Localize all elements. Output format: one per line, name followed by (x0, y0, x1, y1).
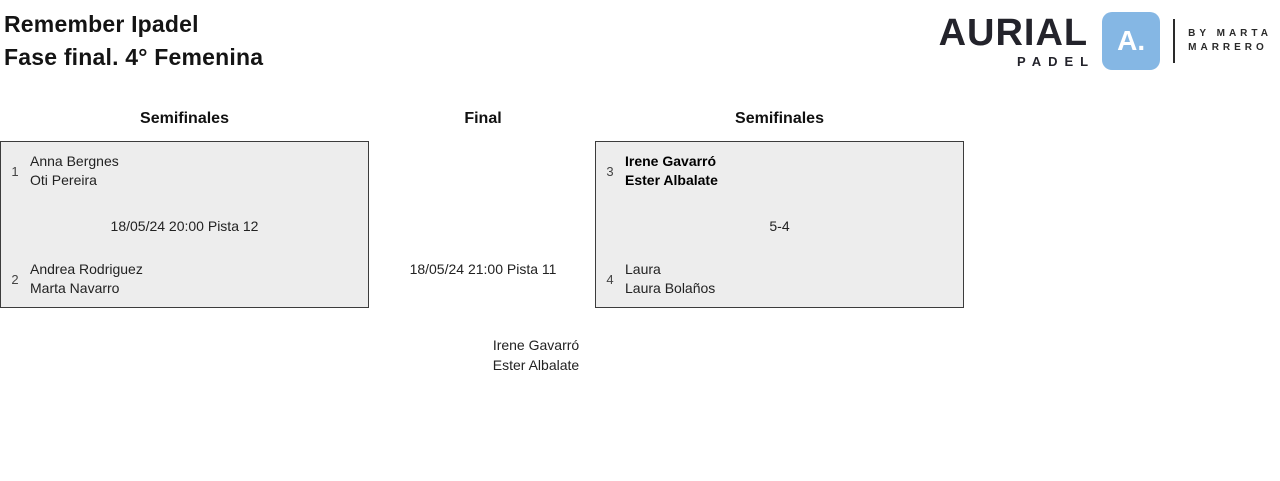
aurial-logo-wordmark: AURIAL PADEL (939, 14, 1089, 69)
match2-slot-top: 3 Irene Gavarró Ester Albalate (603, 152, 956, 190)
match1-slot-top: 1 Anna Bergnes Oti Pereira (8, 152, 361, 190)
player-name: Anna Bergnes (30, 153, 119, 169)
player-name: Andrea Rodriguez (30, 261, 143, 277)
team-names: Anna Bergnes Oti Pereira (30, 152, 119, 190)
match-semifinal-1: 1 Anna Bergnes Oti Pereira 18/05/24 20:0… (0, 141, 369, 308)
seed-number: 3 (606, 163, 614, 179)
page-header: Remember Ipadel Fase final. 4° Femenina (4, 8, 263, 74)
player-name: Laura Bolaños (625, 280, 716, 296)
match1-slot-bottom: 2 Andrea Rodriguez Marta Navarro (8, 260, 361, 298)
by-line-1: BY MARTA (1188, 28, 1272, 39)
final-schedule: 18/05/24 21:00 Pista 11 (409, 261, 557, 277)
logo-divider (1173, 19, 1176, 63)
aurial-logo-icon-glyph: A. (1117, 25, 1146, 56)
team-names-winner: Irene Gavarró Ester Albalate (625, 152, 718, 190)
match2-score: 5-4 (769, 218, 790, 234)
match1-schedule: 18/05/24 20:00 Pista 12 (110, 218, 259, 234)
page-subtitle: Fase final. 4° Femenina (4, 44, 264, 70)
match-semifinal-2: 3 Irene Gavarró Ester Albalate 5-4 4 Lau… (595, 141, 964, 308)
column-header-semifinals-left: Semifinales (140, 110, 229, 127)
column-header-final: Final (464, 110, 502, 127)
page-title: Remember Ipadel (4, 11, 199, 37)
player-name: Irene Gavarró (625, 153, 717, 169)
player-name: Laura (625, 261, 661, 277)
seed-number: 2 (11, 271, 19, 287)
column-header-semifinals-right: Semifinales (735, 110, 824, 127)
aurial-padel-text: PADEL (1017, 53, 1096, 69)
player-name: Ester Albalate (492, 357, 580, 373)
team-names: Laura Laura Bolaños (625, 260, 715, 298)
match2-slot-bottom: 4 Laura Laura Bolaños (603, 260, 956, 298)
player-name: Marta Navarro (30, 280, 120, 296)
aurial-logo: AURIAL PADEL A. BY MARTA MARRERO (939, 12, 1272, 70)
player-name: Ester Albalate (625, 172, 718, 188)
team-names: Andrea Rodriguez Marta Navarro (30, 260, 143, 298)
player-name: Oti Pereira (30, 172, 97, 188)
aurial-logo-icon: A. (1102, 12, 1161, 70)
seed-number: 4 (606, 271, 614, 287)
player-name: Irene Gavarró (492, 337, 580, 353)
seed-number: 1 (11, 163, 19, 179)
by-marta-marrero-text: BY MARTA MARRERO (1188, 27, 1272, 55)
by-line-2: MARRERO (1188, 42, 1268, 53)
final-team-names: Irene Gavarró Ester Albalate (436, 335, 636, 375)
aurial-brand-text: AURIAL (938, 11, 1089, 54)
